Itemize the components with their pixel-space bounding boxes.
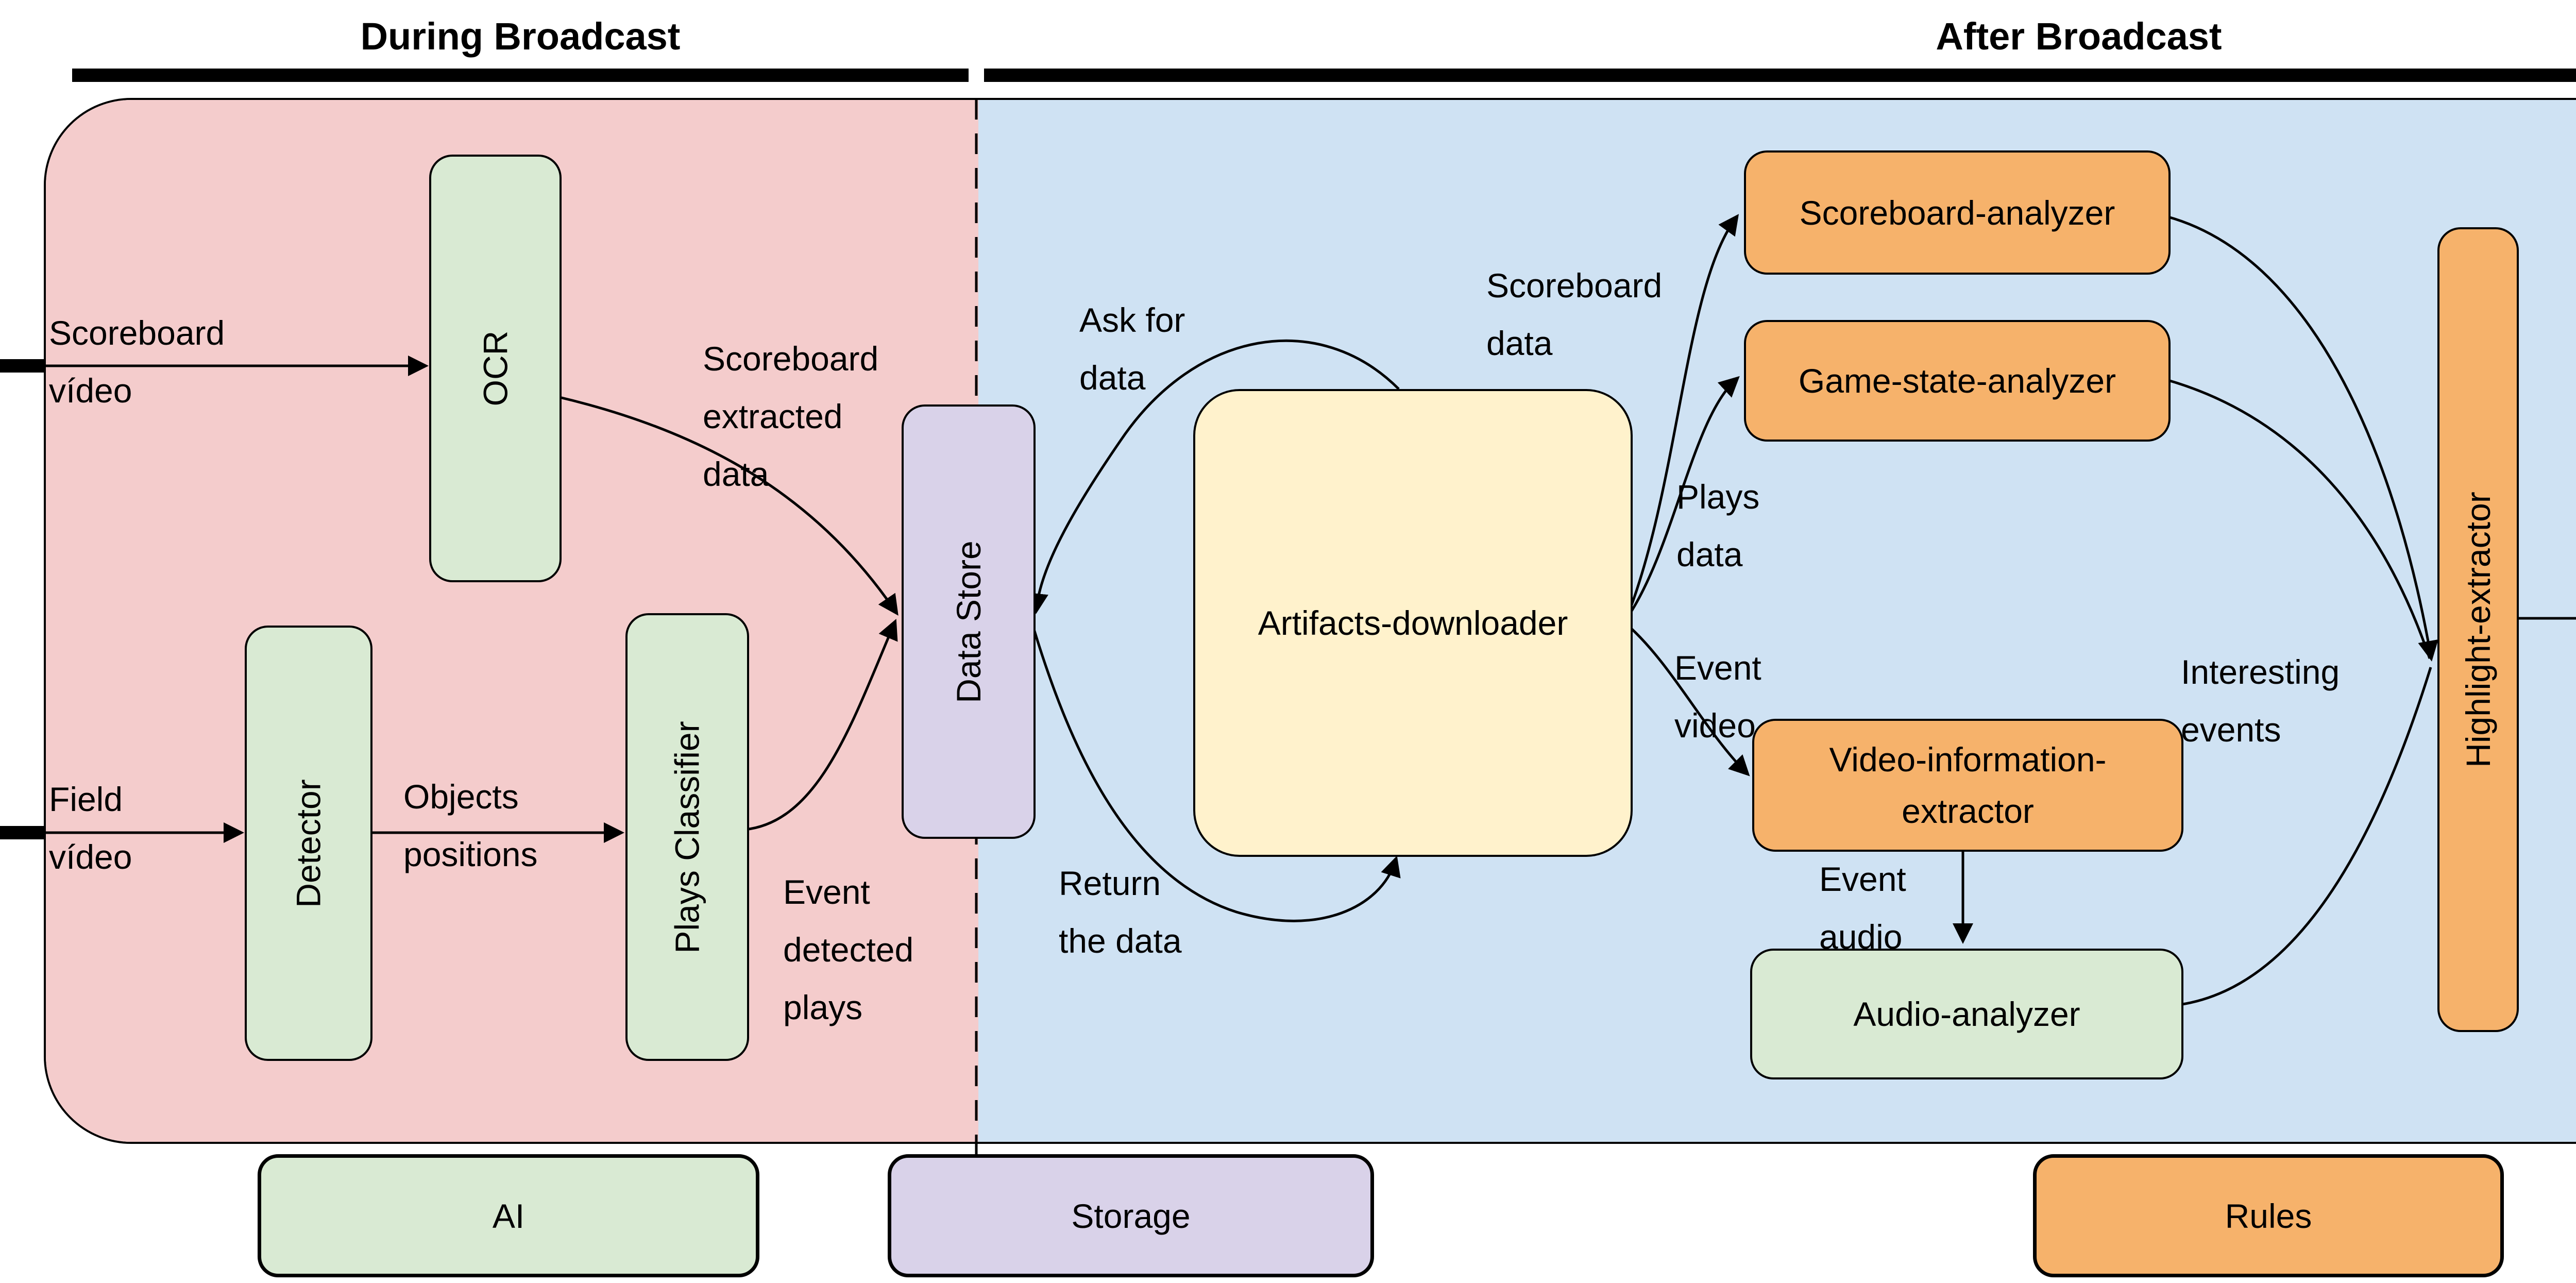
section-bar-after — [984, 69, 2576, 82]
node-scoreboard-analyzer: Scoreboard-analyzer — [1744, 150, 2171, 275]
legend-ai: AI — [258, 1154, 759, 1277]
legend-storage: Storage — [888, 1154, 1374, 1277]
node-game-state-analyzer-label: Game-state-analyzer — [1798, 362, 2116, 400]
node-plays-classifier-label: Plays Classifier — [668, 720, 707, 954]
label-event-video: Event video — [1674, 649, 1761, 745]
node-data-store: Data Store — [902, 404, 1036, 839]
node-detector-label: Detector — [290, 779, 328, 908]
legend-storage-label: Storage — [1071, 1196, 1191, 1235]
node-artifacts-downloader-label: Artifacts-downloader — [1258, 604, 1568, 642]
label-objects-positions: Objects positions — [403, 778, 538, 873]
node-audio-analyzer: Audio-analyzer — [1750, 949, 2183, 1079]
label-interesting-events: Interesting events — [2181, 653, 2340, 749]
node-highlight-extractor: Highlight-extractor — [2437, 227, 2519, 1032]
node-highlight-extractor-label: Highlight-extractor — [2459, 492, 2498, 768]
label-field-video: Field vídeo — [49, 780, 132, 876]
label-scoreboard-data: Scoreboard data — [1486, 266, 1663, 362]
label-plays-data: Plays data — [1676, 478, 1760, 573]
node-scoreboard-analyzer-label: Scoreboard-analyzer — [1799, 193, 2115, 232]
node-game-state-analyzer: Game-state-analyzer — [1744, 320, 2171, 442]
label-event-detected-plays: Event detected plays — [783, 873, 914, 1026]
label-scoreboard-video: Scoreboard vídeo — [49, 314, 225, 410]
legend-ai-label: AI — [492, 1196, 525, 1235]
node-plays-classifier: Plays Classifier — [625, 613, 749, 1061]
legend-rules: Rules — [2033, 1154, 2504, 1277]
section-bar-during — [72, 69, 969, 82]
label-scoreboard-extracted-data: Scoreboard extracted data — [703, 340, 879, 493]
label-ask-for-data: Ask for data — [1079, 301, 1185, 397]
node-ocr: OCR — [429, 155, 562, 582]
section-title-during: During Broadcast — [360, 15, 681, 58]
node-ocr-label: OCR — [476, 330, 515, 407]
label-return-the-data: Return the data — [1059, 864, 1182, 960]
label-event-audio: Event audio — [1819, 860, 1906, 956]
node-video-information-extractor-label: Video-information- extractor — [1829, 740, 2107, 830]
node-video-information-extractor: Video-information- extractor — [1752, 719, 2183, 852]
node-audio-analyzer-label: Audio-analyzer — [1853, 995, 2080, 1033]
legend-rules-label: Rules — [2225, 1196, 2312, 1235]
node-artifacts-downloader: Artifacts-downloader — [1193, 389, 1633, 857]
node-data-store-label: Data Store — [950, 540, 988, 703]
node-detector: Detector — [245, 626, 372, 1061]
section-title-after: After Broadcast — [1936, 15, 2222, 58]
